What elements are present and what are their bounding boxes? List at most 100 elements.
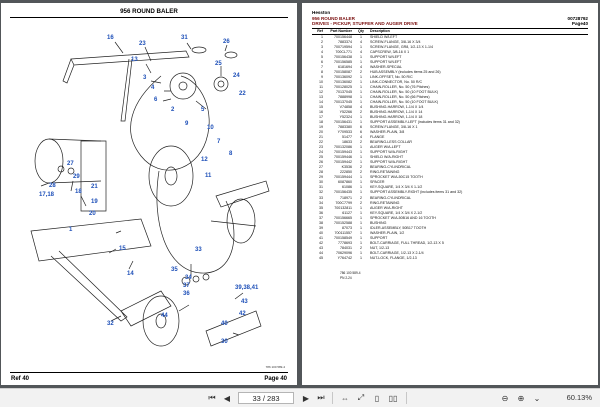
drawing-code: 786 100 589-4 — [265, 365, 285, 369]
page-number-input[interactable]: 33 / 283 — [238, 392, 294, 404]
last-page-icon[interactable]: ⏭ — [317, 393, 325, 402]
part-ref: 21 — [319, 135, 323, 140]
callout-20: 20 — [89, 211, 96, 217]
auger-flight-center — [148, 145, 194, 207]
part-number: 7883380 — [338, 125, 352, 130]
next-page-icon[interactable]: ▶ — [302, 393, 310, 403]
part-qty: 1 — [360, 55, 362, 60]
part-qty: 1 — [360, 45, 362, 50]
callout-30: 30 — [221, 339, 228, 345]
parts-drawing — [30, 41, 270, 347]
toolbar-divider-2 — [406, 392, 407, 404]
fit-width-icon[interactable]: ⇔ — [341, 393, 349, 403]
part-number: 700132086 — [334, 145, 352, 150]
part-qty: 2 — [360, 195, 362, 200]
toolbar-divider — [332, 392, 333, 404]
single-page-icon[interactable]: ▯ — [374, 393, 380, 403]
part-description: SCREW-FLANGE, 3/8-16 X 3/4 — [370, 40, 421, 45]
callout-13: 13 — [131, 57, 138, 63]
part-description: SPACER — [370, 180, 385, 185]
part-description: BUSHING — [370, 220, 387, 225]
frame-lower — [30, 218, 152, 262]
part-number: 700158549 — [334, 235, 352, 240]
part-number: 61127 — [342, 210, 352, 215]
zoom-dropdown-icon[interactable]: ⌄ — [533, 393, 541, 403]
part-ref: 42 — [319, 240, 323, 245]
part-qty: 1 — [360, 190, 362, 195]
part-ref: 23 — [319, 145, 323, 150]
column-qty: Qty — [358, 29, 364, 33]
callout-44: 44 — [161, 313, 168, 319]
callout-3: 3 — [143, 75, 147, 81]
part-number: 700156665 — [334, 215, 352, 220]
part-qty: 1 — [360, 220, 362, 225]
part-description: SPROCKET W/A-50C15 TOOTH — [370, 175, 423, 180]
part-description: LINK-OFFSET, No. 50 R/C — [370, 75, 413, 80]
part-number: 700156438 — [334, 55, 352, 60]
part-ref: 41 — [319, 235, 323, 240]
part-ref: 15 — [319, 105, 323, 110]
fit-page-icon[interactable]: ⤢ — [357, 393, 365, 402]
zoom-level[interactable]: 60.13% — [566, 393, 592, 402]
first-page-icon[interactable]: ⏮ — [208, 393, 216, 402]
part-number: 700156431 — [334, 120, 352, 125]
part-qty: 6 — [360, 130, 362, 135]
callout-24: 24 — [233, 73, 240, 79]
part-qty: 4 — [360, 50, 362, 55]
callout-36: 36 — [183, 291, 190, 297]
callout-34: 34 — [185, 275, 192, 281]
part-ref: 27 — [319, 165, 323, 170]
callout-11: 11 — [205, 173, 212, 179]
part-number: Y709533 — [337, 130, 352, 135]
part-number: 700132811 — [334, 205, 352, 210]
chain-upper — [130, 75, 210, 171]
part-description: BUSHING-HARROW, 1-1/4 X 18 — [370, 115, 423, 120]
part-number: Y52266 — [339, 110, 352, 115]
part-qty: 1 — [360, 210, 362, 215]
callout-8: 8 — [229, 151, 233, 157]
part-description: SPROCKET W/A-50B16 AND 16 TOOTH — [370, 215, 436, 220]
callout-40: 40 — [221, 321, 228, 327]
part-qty: 4 — [360, 40, 362, 45]
part-description: RING-RETAINING — [370, 170, 400, 175]
part-number: 718971 — [340, 195, 352, 200]
zoom-in-icon[interactable]: ⊕ — [517, 393, 525, 403]
part-ref: 12 — [319, 90, 323, 95]
part-ref: 9 — [321, 75, 323, 80]
left-page: 956 ROUND BALER — [1, 3, 297, 385]
part-number: 700156435 — [334, 190, 352, 195]
part-description: NUT, 1/2-13 — [370, 245, 390, 250]
part-ref: 40 — [319, 230, 323, 235]
part-number: 784031 — [340, 245, 352, 250]
zoom-out-icon[interactable]: ⊖ — [501, 393, 509, 403]
part-ref: 33 — [319, 195, 323, 200]
part-description: BOLT-CARRIAGE, FULL THREAD, 1/2-13 X 5 — [370, 240, 444, 245]
sprocket-lower — [142, 295, 180, 347]
callout-16: 16 — [107, 35, 114, 41]
part-ref: 36 — [319, 210, 323, 215]
prev-page-icon[interactable]: ◀ — [223, 393, 231, 403]
callout-12: 12 — [201, 157, 208, 163]
part-ref: 13 — [319, 95, 323, 100]
part-number: 700136092 — [334, 75, 352, 80]
viewer-toolbar: ⏮ ◀ 33 / 283 ▶ ⏭ ⇔ ⤢ ▯ ▯▯ ⊖ ⊕ ⌄ 60.13% — [0, 388, 600, 407]
callout-17-18: 17,18 — [39, 192, 55, 198]
callout-39-38-41: 39,38,41 — [235, 285, 259, 291]
part-description: BEARING-CYLINDRICAL — [370, 195, 412, 200]
part-ref: 18 — [319, 120, 323, 125]
two-page-icon[interactable]: ▯▯ — [388, 393, 398, 403]
part-number: 7888998 — [338, 95, 352, 100]
auger-right — [215, 180, 270, 208]
